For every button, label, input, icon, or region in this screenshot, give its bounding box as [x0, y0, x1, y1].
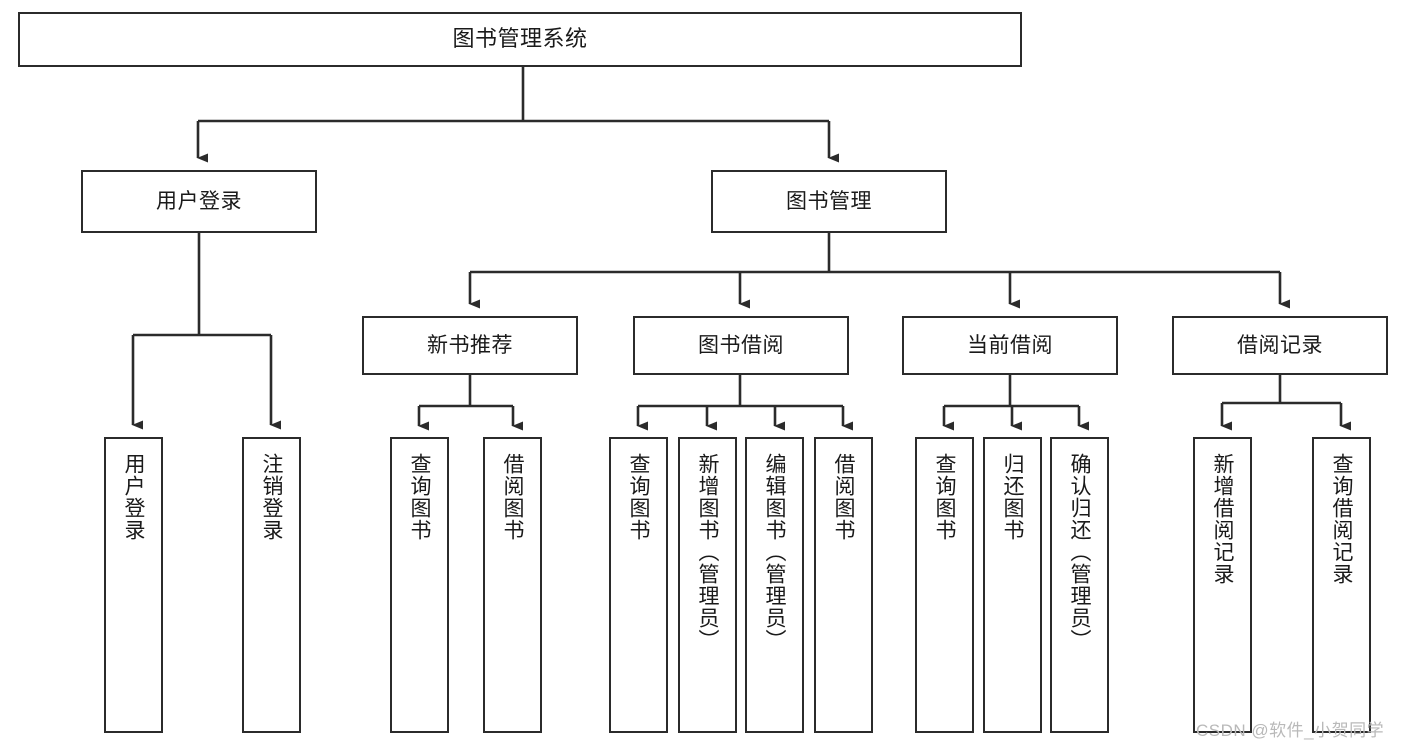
node-label: 借阅记录 — [1237, 333, 1323, 357]
node-label: 借阅图书 — [832, 453, 855, 541]
node-leaf-add-book[interactable]: 新增图书（管理员） — [678, 437, 737, 733]
node-label: 注销登录 — [260, 453, 283, 541]
node-label: 查询图书 — [408, 453, 431, 541]
node-leaf-query-record[interactable]: 查询借阅记录 — [1312, 437, 1371, 733]
node-label: 借阅图书 — [501, 453, 524, 541]
node-book-management[interactable]: 图书管理 — [711, 170, 947, 233]
node-label: 新增图书（管理员） — [696, 453, 719, 651]
node-label: 确认归还（管理员） — [1068, 453, 1091, 651]
node-leaf-query-book-3[interactable]: 查询图书 — [915, 437, 974, 733]
node-label: 图书借阅 — [698, 333, 784, 357]
node-label: 查询图书 — [627, 453, 650, 541]
node-leaf-logout-login[interactable]: 注销登录 — [242, 437, 301, 733]
node-user-login[interactable]: 用户登录 — [81, 170, 317, 233]
node-root-book-management-system[interactable]: 图书管理系统 — [18, 12, 1022, 67]
node-leaf-return-book[interactable]: 归还图书 — [983, 437, 1042, 733]
node-leaf-add-record[interactable]: 新增借阅记录 — [1193, 437, 1252, 733]
node-new-book-recommend[interactable]: 新书推荐 — [362, 316, 578, 375]
node-book-borrow[interactable]: 图书借阅 — [633, 316, 849, 375]
node-label: 图书管理系统 — [452, 26, 588, 52]
node-label: 图书管理 — [786, 189, 872, 213]
node-leaf-borrow-book-2[interactable]: 借阅图书 — [814, 437, 873, 733]
node-label: 用户登录 — [122, 453, 145, 541]
node-leaf-borrow-book-1[interactable]: 借阅图书 — [483, 437, 542, 733]
node-label: 用户登录 — [156, 189, 242, 213]
node-label: 查询借阅记录 — [1330, 453, 1353, 585]
node-borrow-record[interactable]: 借阅记录 — [1172, 316, 1388, 375]
node-leaf-user-login[interactable]: 用户登录 — [104, 437, 163, 733]
node-leaf-edit-book[interactable]: 编辑图书（管理员） — [745, 437, 804, 733]
node-label: 当前借阅 — [967, 333, 1053, 357]
node-leaf-confirm-return[interactable]: 确认归还（管理员） — [1050, 437, 1109, 733]
node-label: 编辑图书（管理员） — [763, 453, 786, 651]
node-leaf-query-book-2[interactable]: 查询图书 — [609, 437, 668, 733]
node-label: 查询图书 — [933, 453, 956, 541]
csdn-watermark: CSDN @软件_小贺同学 — [1196, 721, 1385, 740]
node-label: 新书推荐 — [427, 333, 513, 357]
node-current-borrow[interactable]: 当前借阅 — [902, 316, 1118, 375]
node-label: 归还图书 — [1001, 453, 1024, 541]
node-label: 新增借阅记录 — [1211, 453, 1234, 585]
node-leaf-query-book-1[interactable]: 查询图书 — [390, 437, 449, 733]
